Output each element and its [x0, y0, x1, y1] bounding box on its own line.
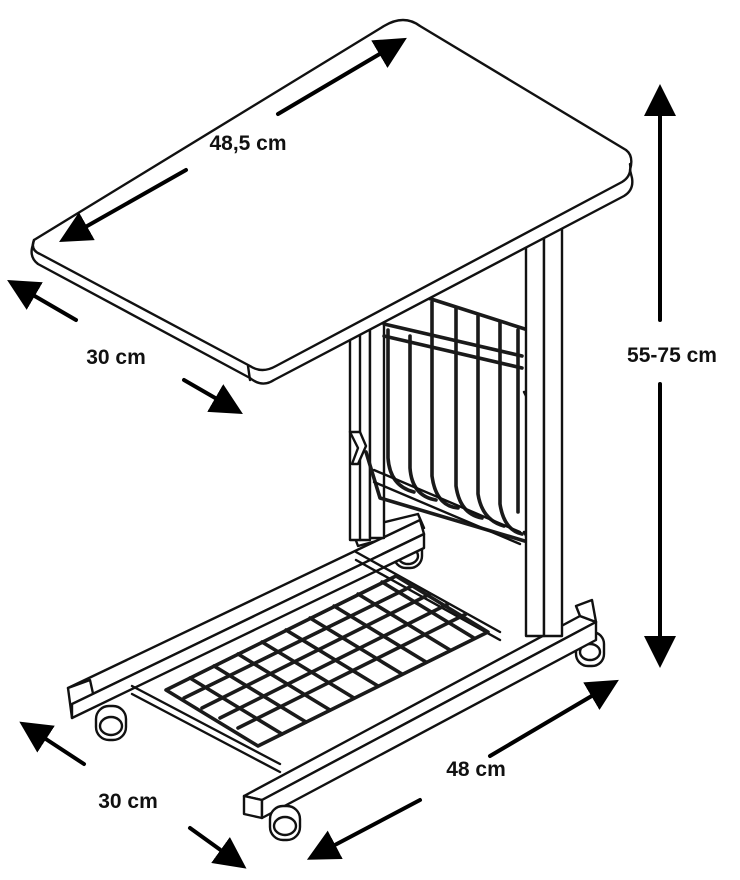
table-top	[30, 18, 634, 385]
base-wire-grid	[164, 574, 490, 748]
arrow-base-length-right	[488, 679, 619, 758]
label-top-depth: 30 cm	[86, 346, 146, 369]
base-bar-left	[66, 518, 426, 720]
arrow-top-depth-right	[182, 378, 243, 414]
arrow-base-length-left	[306, 798, 422, 860]
arrow-top-length-left	[59, 168, 188, 242]
arrow-base-depth-left	[19, 721, 86, 766]
caster-front-right	[268, 804, 302, 842]
label-height: 55-75 cm	[627, 344, 717, 367]
base-frame	[66, 512, 606, 842]
column-front	[524, 214, 564, 638]
label-base-length: 48 cm	[446, 758, 506, 781]
arrow-base-depth-right	[188, 826, 247, 869]
base-bar-right	[242, 598, 598, 820]
arrow-top-length-right	[276, 37, 407, 116]
label-base-depth: 30 cm	[98, 790, 158, 813]
arrow-top-depth-left	[7, 279, 78, 322]
caster-front-left	[94, 704, 128, 742]
dimension-arrows	[7, 37, 676, 869]
label-top-length: 48,5 cm	[209, 132, 286, 155]
